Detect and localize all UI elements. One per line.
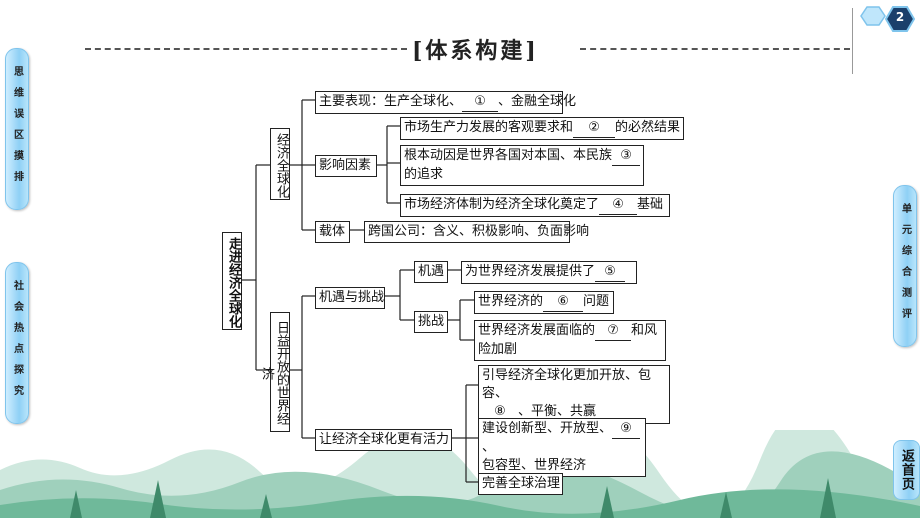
background-landscape [0, 430, 920, 518]
text: 市场生产力发展的客观要求和 [404, 120, 574, 135]
opportunity: 机遇 [414, 261, 448, 283]
page-title: [体系构建] [412, 38, 539, 64]
challenge: 挑战 [414, 311, 448, 333]
branch-economic-globalization: 经济全球化 [270, 128, 290, 200]
tab-label: 单元综合测评 [899, 203, 911, 329]
blank-2: ② [573, 119, 616, 138]
blank-5: ⑤ [595, 263, 626, 282]
text: 、平衡、共赢 [518, 404, 597, 419]
tab-label: 思维误区摸排 [11, 66, 23, 192]
text: 为世界经济发展提供了 [465, 264, 596, 279]
text: 、 [482, 440, 496, 455]
text: 的必然结果 [615, 120, 681, 135]
tab-thinking-mistakes[interactable]: 思维误区摸排 [5, 48, 29, 210]
root-topic: 走进经济全球化 [222, 232, 242, 330]
blank-6: ⑥ [543, 293, 584, 312]
text: 引导经济全球化更加开放、包容、 [482, 368, 652, 401]
page-number: 2 [895, 10, 905, 24]
main-manifestation: 主要表现：生产全球化、①、金融全球化 [315, 91, 576, 114]
tab-social-hotspots[interactable]: 社会热点探究 [5, 262, 29, 424]
text: 险加剧 [478, 342, 518, 357]
hexagon-decor-icon [860, 6, 886, 26]
influence-factors: 影响因素 [315, 155, 377, 177]
text: 、金融全球化 [498, 94, 577, 109]
carrier: 载体 [315, 221, 350, 243]
text: 和风 [631, 323, 658, 338]
hexagon-icon [884, 6, 916, 32]
home-button-label: 返首页 [899, 449, 914, 491]
text: 包容型、世界经济 [482, 458, 587, 473]
vitality-world-economy: 建设创新型、开放型、⑨ 、包容型、世界经济 [478, 418, 646, 477]
text: 世界经济发展面临的 [478, 323, 596, 338]
carrier-detail: 跨国公司：含义、积极影响、负面影响 [364, 221, 589, 243]
opportunity-and-challenge: 机遇与挑战 [315, 287, 385, 309]
tab-unit-test[interactable]: 单元综合测评 [893, 185, 917, 347]
text: 市场经济体制为经济全球化奠定了 [404, 197, 600, 212]
header-dash-left [85, 48, 407, 50]
blank-4: ④ [599, 196, 638, 215]
text: 问题 [583, 294, 610, 309]
vitality-open-inclusive: 引导经济全球化更加开放、包容、⑧、平衡、共赢 [478, 365, 670, 424]
header-vertical-rule [852, 8, 853, 74]
vitality-global-governance: 完善全球治理 [478, 473, 563, 495]
make-globalization-vital: 让经济全球化更有活力 [315, 429, 452, 451]
blank-1: ① [462, 93, 499, 112]
home-button[interactable]: 返首页 [893, 440, 920, 500]
page-number-badge: 2 [884, 6, 916, 32]
text: 根本动因是世界各国对本国、本民族 [404, 148, 613, 163]
text: 主要表现：生产全球化、 [319, 94, 463, 109]
header-dash-right [580, 48, 850, 50]
text: 的追求 [404, 167, 444, 182]
tab-label: 社会热点探究 [11, 280, 23, 406]
blank-7: ⑦ [595, 322, 632, 341]
blank-9: ⑨ [612, 420, 641, 439]
branch-open-world-economy: 日益开放的世界经济 [259, 312, 290, 432]
text: 世界经济的 [478, 294, 544, 309]
text: 基础 [637, 197, 664, 212]
text: 建设创新型、开放型、 [482, 421, 613, 436]
blank-3: ③ [612, 147, 641, 166]
